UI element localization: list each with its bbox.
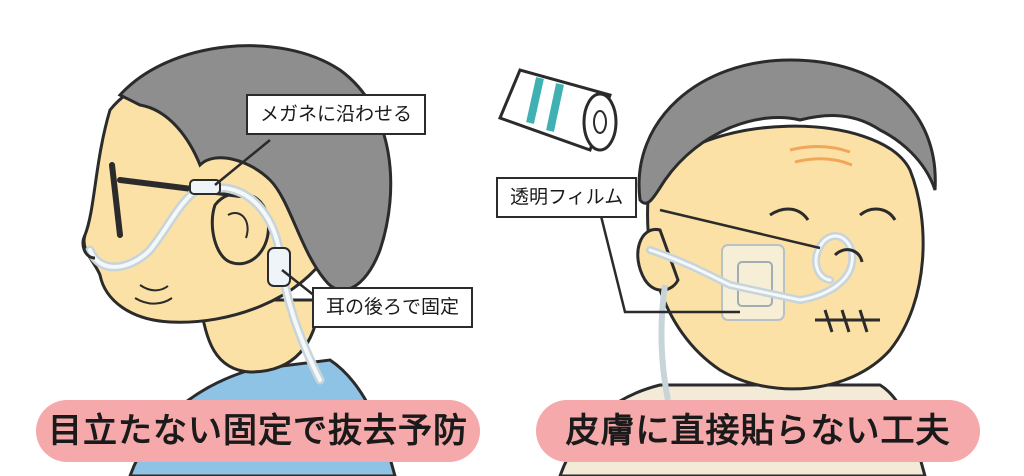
right-eye-left [769, 207, 810, 221]
left-ear-clip [267, 247, 291, 287]
right-banner: 皮膚に直接貼らない工夫 [536, 400, 980, 462]
right-ear [636, 228, 680, 292]
leader-line-film-nose [659, 208, 821, 250]
left-banner: 目立たない固定で抜去予防 [36, 400, 480, 462]
callout-film: 透明フィルム [496, 177, 638, 218]
right-hair [637, 58, 937, 205]
callout-ear: 耳の後ろで固定 [312, 287, 474, 328]
leader-line-glasses [214, 139, 271, 186]
right-nose [833, 248, 864, 263]
callout-glasses: メガネに沿わせる [246, 94, 427, 135]
leader-line-film-cheek [598, 211, 740, 314]
right-eye-right [859, 207, 897, 221]
right-mouth [815, 309, 880, 333]
right-face [646, 124, 925, 391]
left-glasses-clip [189, 179, 221, 195]
film-tape-roll-icon [498, 68, 618, 152]
